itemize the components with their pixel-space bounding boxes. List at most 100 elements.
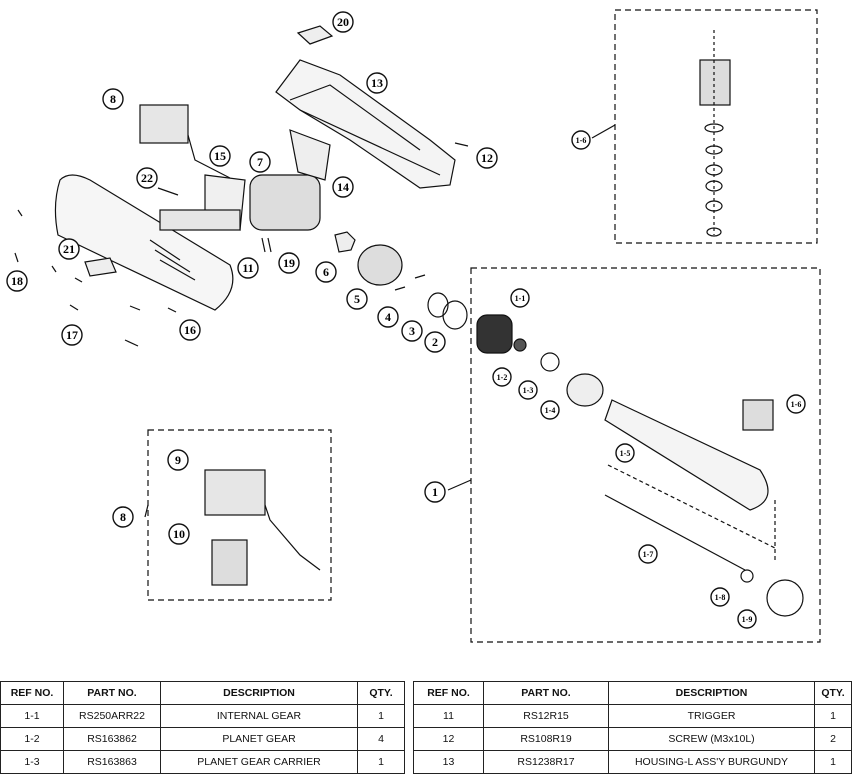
gear-case-part (357, 244, 403, 286)
cell-ref-no: 1-1 (0, 704, 64, 728)
planet-carrier-part (540, 352, 560, 372)
callout-label: 1-1 (515, 294, 526, 303)
callout-label: 1-9 (742, 615, 753, 624)
table-header-row: REF NO. PART NO. DESCRIPTION QTY. (0, 681, 405, 705)
switch-top-part (139, 104, 189, 144)
cell-description: HOUSING-L ASS'Y BURGUNDY (608, 750, 815, 774)
detail-box-1 (470, 267, 821, 643)
callout-9: 9 (167, 449, 189, 471)
extension-tube-part (604, 399, 769, 511)
callout-1-6: 1-6 (571, 130, 591, 150)
callout-1-2: 1-2 (492, 367, 512, 387)
cell-qty: 1 (357, 704, 405, 728)
callout-label: 5 (354, 292, 360, 306)
cell-description: TRIGGER (608, 704, 815, 728)
cell-ref-no: 1-2 (0, 727, 64, 751)
cell-ref-no: 11 (413, 704, 484, 728)
callout-19: 19 (278, 252, 300, 274)
planet-gear-part (513, 338, 527, 352)
ring-1-4-part (566, 373, 604, 407)
callout-label: 18 (11, 274, 23, 288)
callout-label: 19 (283, 256, 295, 270)
callout-8: 8 (102, 88, 124, 110)
internal-gear-part (476, 314, 513, 354)
callout-label: 8 (120, 510, 126, 524)
callout-label: 16 (184, 323, 196, 337)
exploded-parts-diagram (14, 9, 821, 643)
callout-2: 2 (424, 331, 446, 353)
cell-description: PLANET GEAR CARRIER (160, 750, 358, 774)
callout-label: 10 (173, 527, 185, 541)
parts-table-right: REF NO. PART NO. DESCRIPTION QTY. 11 RS1… (413, 681, 852, 774)
col-qty: QTY. (814, 681, 852, 705)
col-qty: QTY. (357, 681, 405, 705)
ratchet-ring-part (766, 579, 804, 617)
detail-box-1-6 (614, 9, 818, 244)
cell-ref-no: 13 (413, 750, 484, 774)
cell-part-no: RS250ARR22 (63, 704, 161, 728)
callout-label: 2 (432, 335, 438, 349)
callout-17: 17 (61, 324, 83, 346)
callout-label: 14 (337, 180, 349, 194)
parts-table-left: REF NO. PART NO. DESCRIPTION QTY. 1-1 RS… (0, 681, 405, 774)
table-row: 11 RS12R15 TRIGGER 1 (413, 704, 852, 728)
callout-label: 4 (385, 310, 391, 324)
callout-8: 8 (112, 506, 134, 528)
callout-10: 10 (168, 523, 190, 545)
callout-1: 1 (424, 481, 446, 503)
cell-part-no: RS1238R17 (483, 750, 609, 774)
callout-label: 11 (242, 261, 253, 275)
motor-part (249, 174, 321, 231)
cell-description: INTERNAL GEAR (160, 704, 358, 728)
callout-13: 13 (366, 72, 388, 94)
ring-2-part (442, 300, 468, 330)
cell-description: SCREW (M3x10L) (608, 727, 815, 751)
col-ref-no: REF NO. (0, 681, 64, 705)
cell-part-no: RS163862 (63, 727, 161, 751)
callout-1-4: 1-4 (540, 400, 560, 420)
cell-qty: 1 (814, 704, 852, 728)
callout-label: 9 (175, 453, 181, 467)
callout-label: 3 (409, 324, 415, 338)
table-row: 1-1 RS250ARR22 INTERNAL GEAR 1 (0, 704, 405, 728)
switch-detail-part (204, 469, 266, 516)
callout-label: 13 (371, 76, 383, 90)
callout-14: 14 (332, 176, 354, 198)
callout-label: 7 (257, 155, 263, 169)
callout-label: 1-7 (643, 550, 654, 559)
callout-1-6: 1-6 (786, 394, 806, 414)
callout-label: 1-5 (620, 449, 631, 458)
callout-21: 21 (58, 238, 80, 260)
callout-22: 22 (136, 167, 158, 189)
callout-label: 22 (141, 171, 153, 185)
callout-1-3: 1-3 (518, 380, 538, 400)
ratchet-head-part (742, 399, 774, 431)
callout-label: 21 (63, 242, 75, 256)
callout-label: 1 (432, 485, 438, 499)
bracket-part (289, 129, 331, 181)
col-part-no: PART NO. (483, 681, 609, 705)
callout-label: 1-8 (715, 593, 726, 602)
callout-label: 1-4 (545, 406, 556, 415)
cell-part-no: RS108R19 (483, 727, 609, 751)
callout-1-7: 1-7 (638, 544, 658, 564)
table-row: 1-3 RS163863 PLANET GEAR CARRIER 1 (0, 750, 405, 774)
callout-7: 7 (249, 151, 271, 173)
housing-left-part (275, 59, 456, 189)
ratchet-head-stack (699, 30, 731, 237)
cell-qty: 1 (357, 750, 405, 774)
callout-3: 3 (401, 320, 423, 342)
shaft-part (604, 494, 746, 571)
cell-description: PLANET GEAR (160, 727, 358, 751)
callout-6: 6 (315, 261, 337, 283)
callout-1-8: 1-8 (710, 587, 730, 607)
cell-part-no: RS163863 (63, 750, 161, 774)
col-part-no: PART NO. (63, 681, 161, 705)
callout-label: 20 (337, 15, 349, 29)
col-ref-no: REF NO. (413, 681, 484, 705)
detail-box-8 (147, 429, 332, 601)
callout-20: 20 (332, 11, 354, 33)
trigger-bar-part (159, 209, 241, 231)
washer-part (334, 231, 356, 253)
